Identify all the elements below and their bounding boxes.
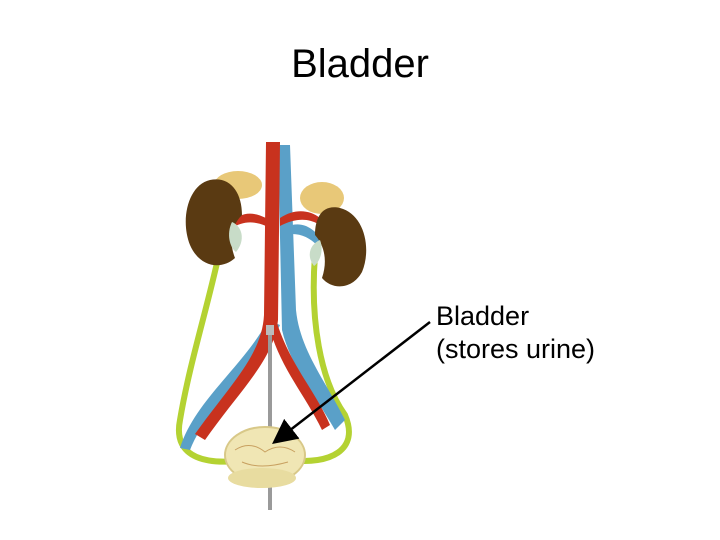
slide-title: Bladder [291, 42, 429, 86]
aorta [195, 142, 280, 440]
right-renal-pelvis [309, 240, 322, 266]
rod-clip [266, 325, 274, 335]
support-rod [268, 325, 272, 510]
callout-label: Bladder (stores urine) [436, 300, 595, 366]
callout-line2: (stores urine) [436, 334, 596, 364]
renal-artery-right [280, 211, 320, 226]
left-renal-pelvis [229, 222, 242, 252]
callout-line1: Bladder [436, 301, 530, 331]
bladder-vessels [234, 445, 296, 467]
left-ureter [175, 239, 246, 465]
bladder-base [228, 468, 296, 488]
left-kidney [185, 179, 242, 266]
renal-vein-right [292, 224, 322, 246]
right-adrenal-gland [300, 182, 344, 214]
right-kidney [315, 207, 367, 287]
urinary-system-model-illustration [175, 142, 367, 510]
